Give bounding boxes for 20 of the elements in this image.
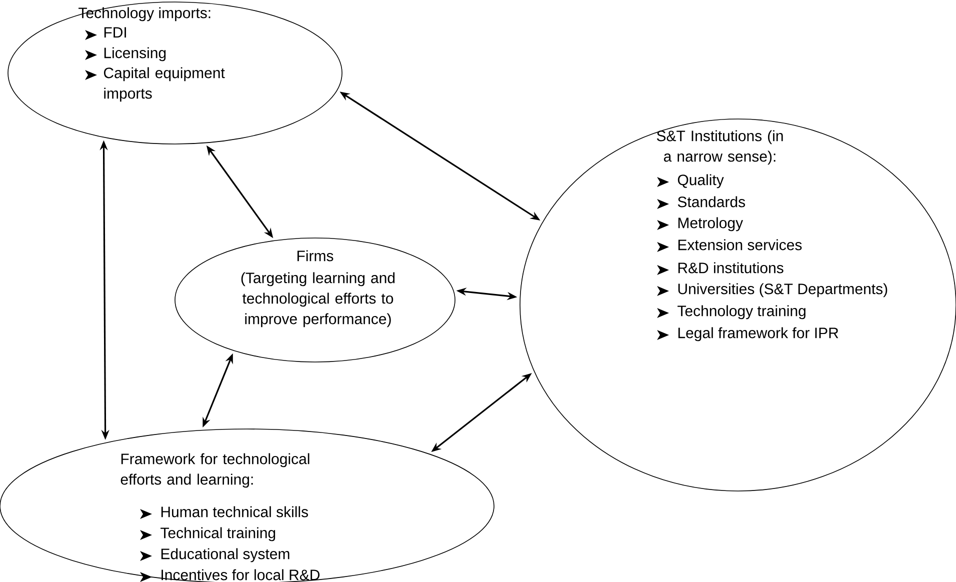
- list-item: Educational system: [161, 548, 290, 562]
- heading: Framework for technological efforts and learning:: [120, 453, 310, 488]
- heading: Firms: [297, 250, 334, 262]
- list-item: Capital equipment imports: [104, 67, 225, 102]
- list-item: Human technical skills: [161, 506, 308, 518]
- list-item: Incentives for local R&D: [162, 569, 320, 580]
- list-item: R&D institutions: [678, 262, 784, 274]
- list-item: Extension services: [678, 239, 802, 250]
- list-item: FDI: [104, 27, 126, 38]
- list-item: Metrology: [678, 217, 744, 232]
- heading: Technology imports:: [78, 7, 210, 22]
- list-item: Standards: [678, 196, 746, 208]
- list-item: Licensing: [104, 47, 166, 62]
- list-item: Universities (S&T Departments): [678, 283, 888, 298]
- description: (Targeting learning and technological efforts to improve performance): [241, 272, 395, 328]
- list-item: Technology training: [678, 305, 806, 320]
- list-item: Quality: [678, 174, 724, 188]
- list-item: Legal framework for IPR: [678, 327, 838, 342]
- heading: S&T Institutions (in a narrow sense):: [656, 130, 783, 165]
- list-item: Technical training: [160, 527, 276, 542]
